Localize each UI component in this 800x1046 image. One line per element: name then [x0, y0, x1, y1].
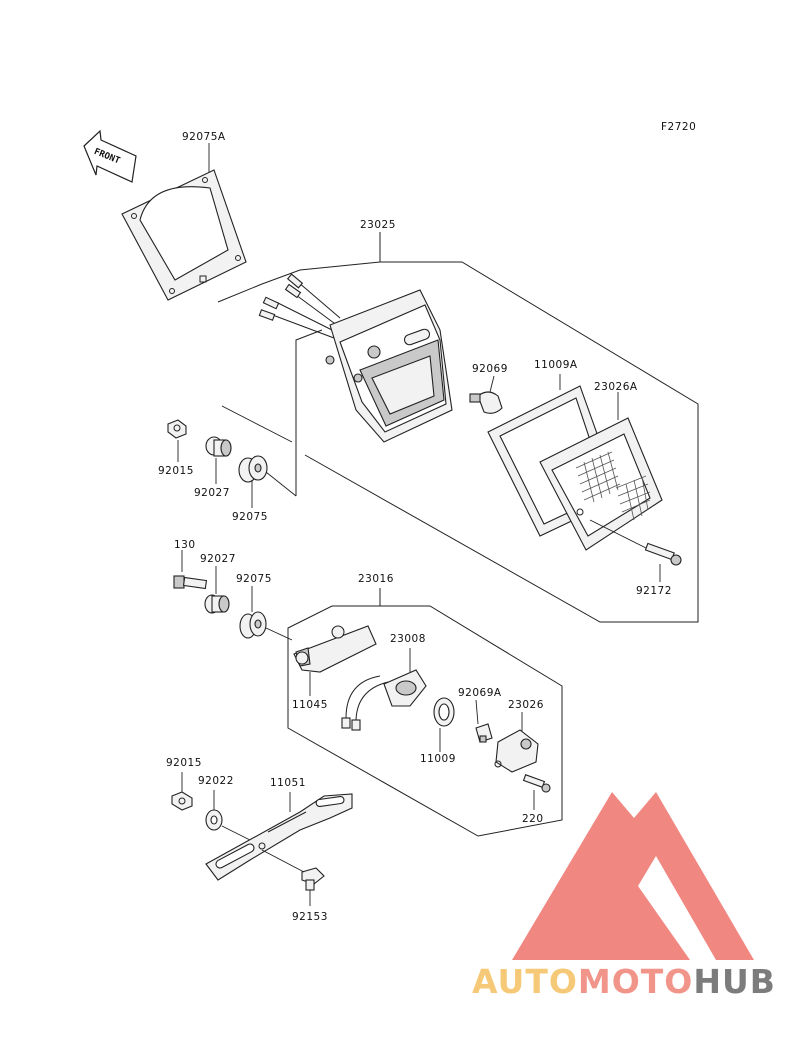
label-23026: 23026: [508, 699, 544, 711]
taillight-housing-23025: [258, 273, 453, 443]
label-23025: 23025: [360, 219, 396, 231]
gasket-11009: [433, 697, 455, 727]
label-92069A: 92069A: [458, 687, 502, 699]
part-labels: 92075A 23025 92069 11009A 23026A 92015 9…: [158, 131, 672, 923]
screw-92172: [644, 542, 682, 566]
label-92075-lower: 92075: [236, 573, 272, 585]
triangle-mark-icon: [512, 792, 754, 960]
label-92075-upper: 92075: [232, 511, 268, 523]
label-11009: 11009: [420, 753, 456, 765]
label-23008: 23008: [390, 633, 426, 645]
bracket-11045: [293, 625, 377, 673]
gasket-92075A: [121, 169, 247, 301]
grommet-92075-lower: [239, 611, 267, 639]
bolt-92153: [301, 867, 325, 891]
label-130: 130: [174, 539, 196, 551]
svg-text:AUTOMOTOHUB: AUTOMOTOHUB: [472, 962, 776, 1001]
label-92015-lower: 92015: [166, 757, 202, 769]
front-arrow-icon: FRONT: [83, 129, 137, 183]
bulb-92069A: [475, 723, 493, 743]
label-23026A: 23026A: [594, 381, 638, 393]
washer-92022: [205, 809, 223, 831]
plate-11051: [205, 793, 353, 881]
label-11045: 11045: [292, 699, 328, 711]
screw-220: [522, 774, 551, 793]
bolt-130: [173, 575, 208, 590]
label-92027-upper: 92027: [194, 487, 230, 499]
watermark-logo: AUTOMOTOHUB: [472, 792, 776, 1001]
label-11051: 11051: [270, 777, 306, 789]
label-92022: 92022: [198, 775, 234, 787]
lamp-23026: [494, 729, 539, 773]
label-92015-upper: 92015: [158, 465, 194, 477]
diagram-code: F2720: [661, 121, 696, 133]
socket-23008: [341, 669, 427, 731]
label-92153: 92153: [292, 911, 328, 923]
label-11009A: 11009A: [534, 359, 578, 371]
label-92075A: 92075A: [182, 131, 226, 143]
collar-92027-lower: [204, 594, 230, 614]
label-220: 220: [522, 813, 544, 825]
lens-23026A: [539, 417, 663, 551]
nut-92015-lower: [171, 791, 193, 811]
watermark-word-hub: HUB: [693, 962, 776, 1001]
grommet-92075-upper: [238, 455, 268, 483]
nut-92015-upper: [167, 419, 187, 439]
label-92027-lower: 92027: [200, 553, 236, 565]
bulb-92069: [469, 391, 503, 414]
label-92069: 92069: [472, 363, 508, 375]
watermark-word-auto: AUTO: [472, 962, 578, 1001]
label-23016: 23016: [358, 573, 394, 585]
collar-92027-upper: [205, 436, 232, 457]
label-92172: 92172: [636, 585, 672, 597]
watermark-word-moto: MOTO: [578, 962, 693, 1001]
